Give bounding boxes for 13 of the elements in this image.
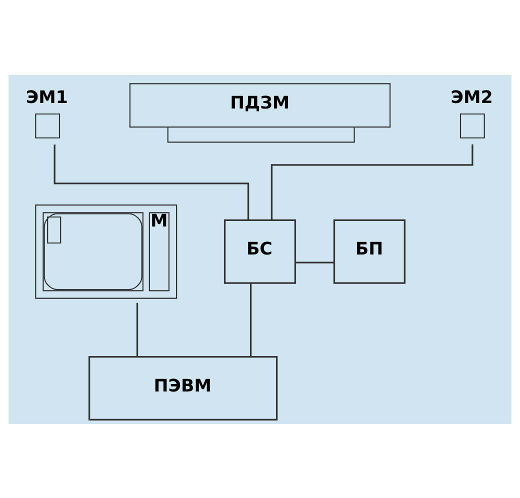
node-box	[35, 112, 60, 138]
node-label: ЭМ2	[450, 87, 493, 108]
node-box	[460, 112, 485, 138]
node-label: ЭМ1	[26, 87, 68, 108]
connector	[270, 144, 474, 220]
node-box: М	[35, 204, 178, 298]
node-box: БС	[224, 218, 296, 284]
connector	[250, 282, 252, 356]
node-box: БП	[333, 218, 406, 284]
connector	[54, 144, 250, 220]
connector	[295, 261, 334, 263]
node-box: ПЭВМ	[88, 355, 278, 420]
connector	[136, 302, 138, 356]
